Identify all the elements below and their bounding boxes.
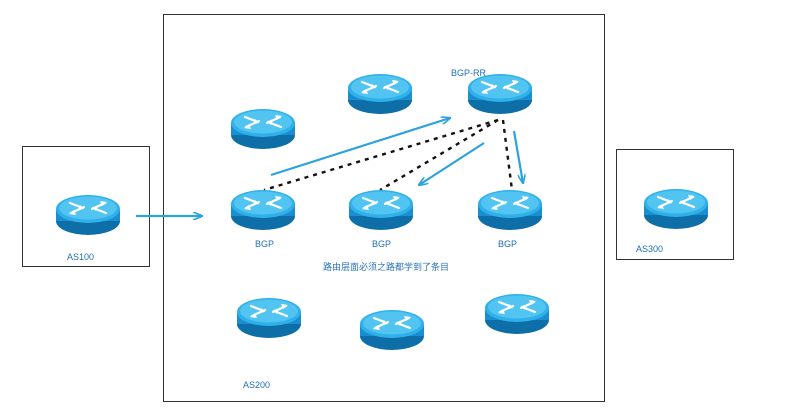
router-icon	[358, 308, 426, 352]
router-icon	[229, 107, 297, 151]
ibgp-link-rr-mid	[379, 118, 499, 192]
route-arrows	[136, 118, 523, 216]
bgp-mid-label: BGP	[372, 239, 391, 249]
bgp-right-label: BGP	[498, 239, 517, 249]
ibgp-link-rr-right	[501, 119, 514, 191]
rr-label: BGP-RR	[451, 68, 487, 78]
annotation-text: 路由层面必须之路都学到了条目	[323, 261, 449, 273]
as200-label: AS200	[243, 380, 270, 390]
ibgp-sessions	[263, 118, 514, 192]
ibgp-link-rr-left	[263, 118, 499, 192]
router-icon	[229, 188, 297, 232]
as100-box	[22, 146, 150, 267]
as200-box	[163, 14, 605, 402]
arrow-rr-to-mid	[419, 142, 485, 185]
bgp-left-label: BGP	[255, 239, 274, 249]
router-icon	[466, 72, 534, 116]
router-icon	[54, 193, 122, 237]
arrow-rr-to-right	[512, 130, 523, 183]
router-icon	[483, 292, 551, 336]
as300-label: AS300	[636, 244, 663, 254]
as300-box	[616, 149, 734, 260]
router-icon	[346, 72, 414, 116]
as100-label: AS100	[67, 252, 94, 262]
arrow-bgp-to-rr	[270, 118, 450, 177]
router-icon	[642, 187, 710, 231]
router-icon	[476, 188, 544, 232]
router-icon	[347, 188, 415, 232]
router-icon	[235, 296, 303, 340]
